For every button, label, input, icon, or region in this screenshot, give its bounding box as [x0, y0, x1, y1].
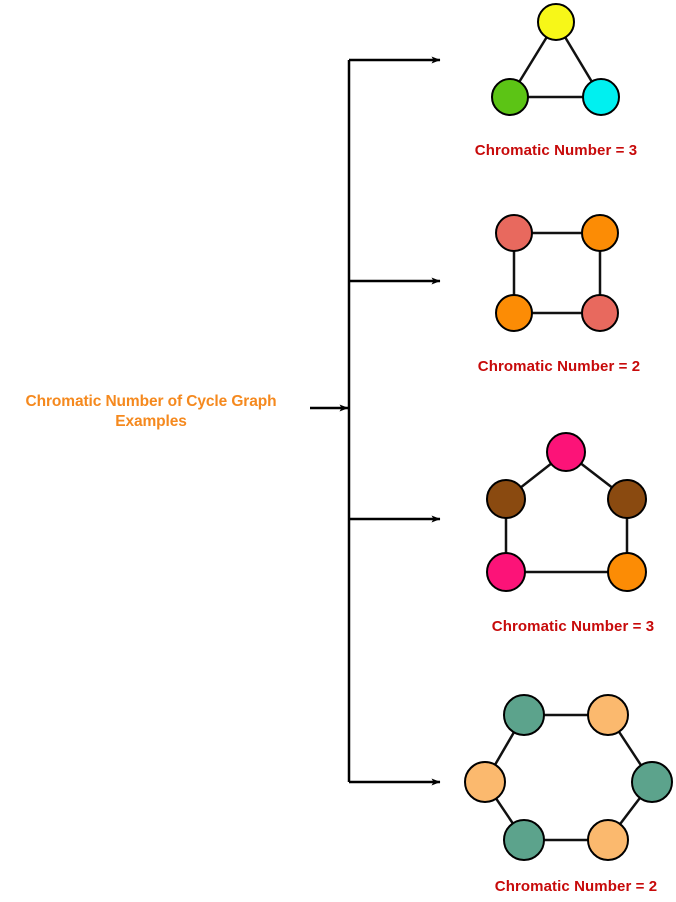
- graph-node-salmon: [581, 294, 619, 332]
- cycle-graph-c3: [491, 3, 620, 116]
- cycle-graph-c5: [486, 432, 647, 592]
- cycle-graph-c6: [464, 694, 673, 861]
- graph-node-pink: [486, 552, 526, 592]
- graph-node-brown: [607, 479, 647, 519]
- graph-node-orange: [607, 552, 647, 592]
- graph-node-pink: [546, 432, 586, 472]
- caption-triangle: Chromatic Number = 3: [474, 142, 638, 159]
- graph-node-peach: [587, 694, 629, 736]
- graph-node-peach: [464, 761, 506, 803]
- graph-node-teal: [503, 819, 545, 861]
- graph-node-orange: [581, 214, 619, 252]
- cycle-graph-c4: [495, 214, 619, 332]
- graph-shapes: [464, 3, 673, 861]
- graph-node-cyan: [582, 78, 620, 116]
- root-label: Chromatic Number of Cycle Graph Examples: [0, 392, 302, 432]
- caption-square: Chromatic Number = 2: [477, 358, 641, 375]
- graph-node-orange: [495, 294, 533, 332]
- graph-node-peach: [587, 819, 629, 861]
- graph-node-green: [491, 78, 529, 116]
- graph-node-teal: [631, 761, 673, 803]
- caption-pentagon: Chromatic Number = 3: [491, 618, 655, 635]
- root-label-line1: Chromatic Number of Cycle Graph: [25, 393, 277, 410]
- graph-node-yellow: [537, 3, 575, 41]
- graph-node-teal: [503, 694, 545, 736]
- root-label-line2: Examples: [115, 413, 187, 430]
- graph-node-brown: [486, 479, 526, 519]
- caption-hexagon: Chromatic Number = 2: [494, 878, 658, 895]
- graph-node-salmon: [495, 214, 533, 252]
- connector-tree: [310, 56, 441, 786]
